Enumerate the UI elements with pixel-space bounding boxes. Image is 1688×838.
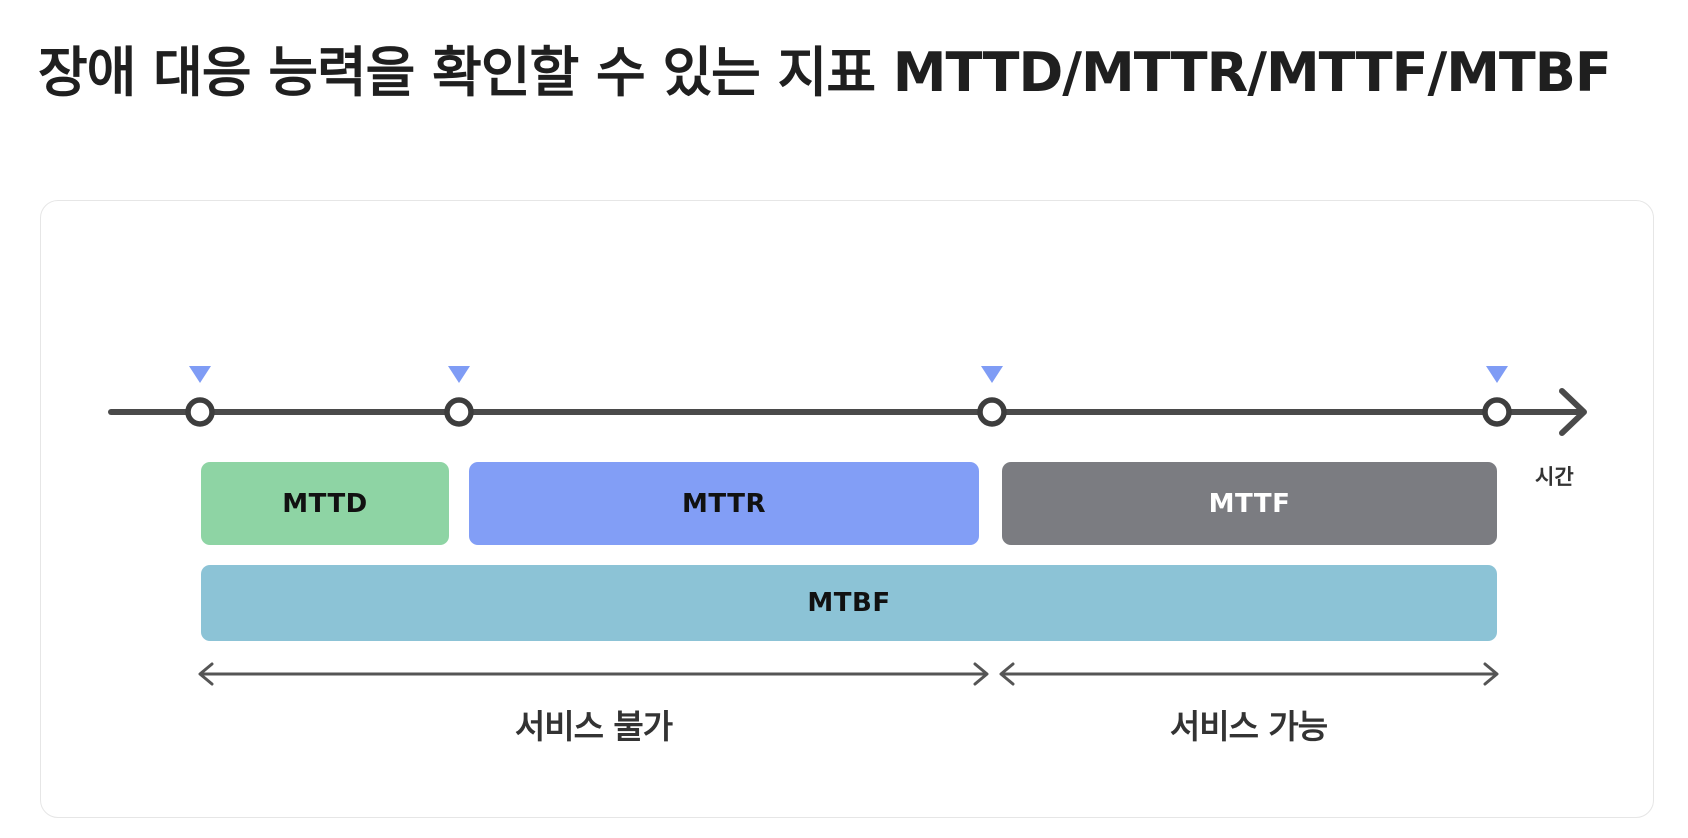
timeline-arrowhead-icon	[1559, 388, 1587, 436]
event-node-circle-icon	[185, 397, 215, 427]
mttd-bar: MTTD	[201, 462, 449, 545]
arrow-left-icon	[999, 662, 1015, 686]
arrow-left-icon	[198, 662, 214, 686]
marker-triangle-icon	[1486, 366, 1508, 383]
page-title: 장애 대응 능력을 확인할 수 있는 지표 MTTD/MTTR/MTTF/MTB…	[38, 41, 1612, 104]
event-node-circle-icon	[444, 397, 474, 427]
range-label-unavailable: 서비스 불가	[514, 707, 673, 746]
mttr-bar: MTTR	[469, 462, 979, 545]
mtbf-bar: MTBF	[201, 565, 1497, 641]
event-node-circle-icon	[1482, 397, 1512, 427]
arrow-right-icon	[973, 662, 989, 686]
mttf-bar: MTTF	[1002, 462, 1497, 545]
arrow-right-icon	[1483, 662, 1499, 686]
range-label-available: 서비스 가능	[1169, 707, 1328, 746]
marker-triangle-icon	[448, 366, 470, 383]
marker-triangle-icon	[981, 366, 1003, 383]
axis-label-time: 시간	[1535, 465, 1574, 489]
event-node-circle-icon	[977, 397, 1007, 427]
marker-triangle-icon	[189, 366, 211, 383]
